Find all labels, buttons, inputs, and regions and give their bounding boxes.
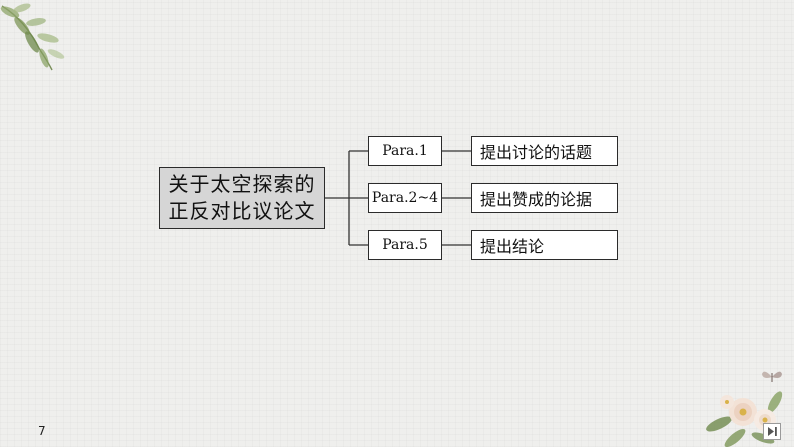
main-topic-box: 关于太空探索的 正反对比议论文 [159,167,325,229]
para-box-3: Para.5 [368,230,442,260]
desc-box-1: 提出讨论的话题 [471,136,618,166]
main-topic-line2: 正反对比议论文 [168,199,316,223]
next-slide-icon [768,427,777,436]
leaf-branch-icon [0,3,65,71]
desc-box-3: 提出结论 [471,230,618,260]
page-number: 7 [38,424,46,438]
main-topic-line1: 关于太空探索的 [168,172,316,196]
para-box-2: Para.2~4 [368,183,442,213]
butterfly-icon [762,371,782,382]
desc-box-2: 提出赞成的论据 [471,183,618,213]
para-box-1: Para.1 [368,136,442,166]
next-slide-button[interactable] [763,423,781,440]
